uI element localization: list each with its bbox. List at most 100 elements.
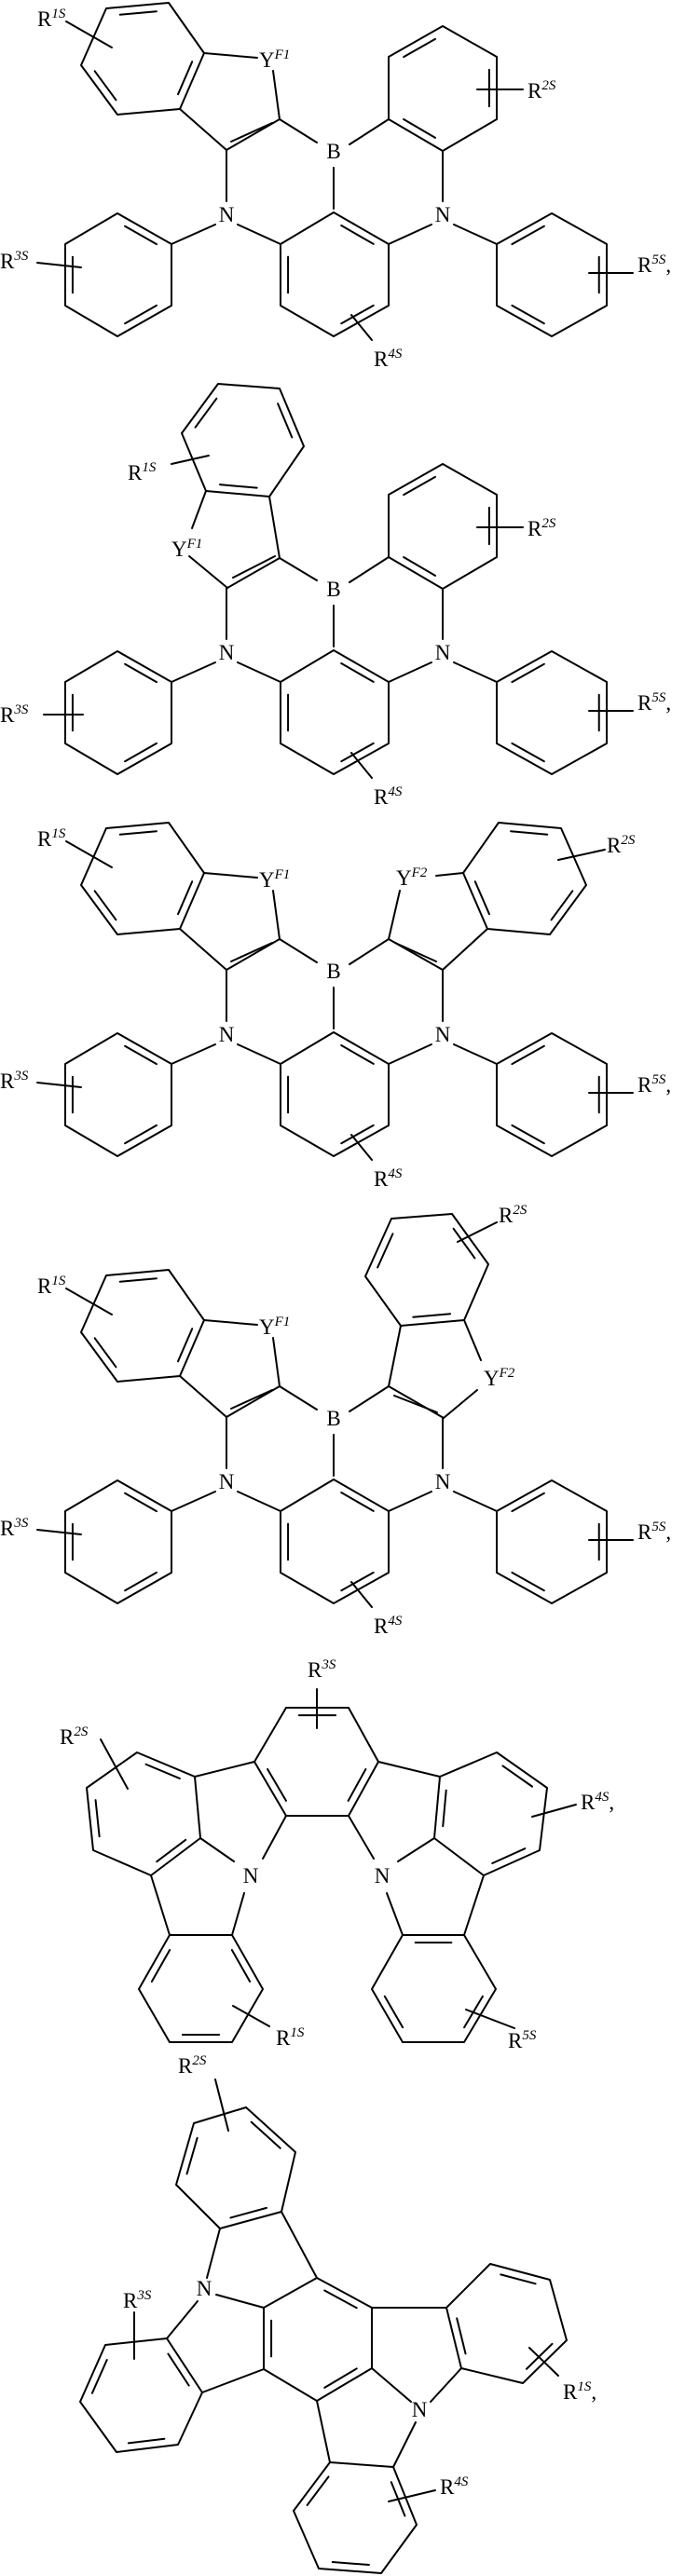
label-superscript: F1 bbox=[274, 867, 291, 882]
label-base: R bbox=[637, 691, 652, 715]
label-base: R bbox=[123, 2289, 138, 2312]
label-base: R bbox=[0, 703, 15, 727]
label-base: R bbox=[0, 1070, 15, 1093]
label-superscript: F2 bbox=[499, 1366, 515, 1381]
atom-label: B bbox=[326, 960, 340, 983]
label-superscript: 3S bbox=[13, 249, 29, 264]
label-base: R bbox=[581, 1791, 596, 1814]
label-superscript: 1S bbox=[51, 1274, 66, 1288]
label-base: N bbox=[219, 1470, 235, 1493]
label-suffix: , bbox=[665, 1520, 671, 1544]
label-base: R bbox=[60, 1725, 75, 1749]
atom-label: N bbox=[435, 641, 451, 664]
label-superscript: 3S bbox=[321, 1657, 336, 1672]
label-base: Y bbox=[484, 1367, 500, 1390]
label-base: Y bbox=[259, 868, 275, 892]
label-suffix: , bbox=[665, 1073, 671, 1097]
label-superscript: 4S bbox=[388, 347, 403, 361]
label-superscript: 1S bbox=[51, 7, 66, 21]
label-base: R bbox=[37, 7, 52, 31]
label-base: N bbox=[243, 1864, 259, 1888]
label-base: N bbox=[219, 1023, 235, 1046]
atom-label: N bbox=[219, 641, 235, 664]
atom-label: N bbox=[375, 1864, 390, 1888]
label-base: R bbox=[563, 2380, 578, 2404]
label-base: R bbox=[508, 2029, 523, 2052]
label-base: N bbox=[435, 641, 451, 664]
label-base: R bbox=[527, 517, 542, 540]
label-superscript: F1 bbox=[274, 48, 291, 62]
label-base: N bbox=[219, 203, 235, 226]
label-superscript: 1S bbox=[51, 826, 66, 841]
label-base: R bbox=[0, 1517, 15, 1540]
atom-label: N bbox=[435, 1023, 451, 1046]
atom-label: N bbox=[219, 203, 235, 226]
label-suffix: , bbox=[609, 1791, 614, 1814]
label-base: N bbox=[435, 1470, 451, 1493]
label-superscript: 5S bbox=[522, 2028, 537, 2043]
label-base: Y bbox=[259, 48, 275, 72]
label-base: N bbox=[412, 2398, 428, 2421]
label-superscript: 2S bbox=[513, 1203, 527, 1218]
label-superscript: 3S bbox=[13, 1516, 29, 1531]
label-base: R bbox=[637, 1520, 652, 1544]
label-superscript: 2S bbox=[192, 2053, 207, 2068]
label-base: B bbox=[326, 960, 340, 983]
label-base: R bbox=[374, 348, 389, 371]
label-base: R bbox=[0, 250, 15, 273]
label-base: N bbox=[197, 2277, 212, 2300]
label-base: N bbox=[219, 641, 235, 664]
label-superscript: 5S bbox=[651, 690, 666, 705]
label-suffix: , bbox=[591, 2380, 596, 2404]
label-superscript: 3S bbox=[136, 2288, 152, 2303]
label-superscript: 5S bbox=[651, 1520, 666, 1534]
label-superscript: 4S bbox=[454, 2474, 469, 2489]
label-base: R bbox=[374, 785, 389, 809]
label-base: R bbox=[499, 1204, 514, 1227]
label-superscript: 1S bbox=[577, 2379, 592, 2394]
label-suffix: , bbox=[665, 691, 671, 715]
atom-label: N bbox=[435, 1470, 451, 1493]
label-base: N bbox=[435, 1023, 451, 1046]
label-superscript: F1 bbox=[186, 537, 203, 552]
label-superscript: 2S bbox=[74, 1724, 89, 1739]
atom-label: N bbox=[197, 2277, 212, 2300]
label-base: R bbox=[178, 2054, 193, 2078]
label-superscript: 1S bbox=[142, 460, 157, 475]
label-superscript: F2 bbox=[411, 865, 428, 880]
label-base: R bbox=[37, 827, 52, 851]
label-superscript: 3S bbox=[13, 702, 29, 717]
label-base: R bbox=[607, 834, 622, 857]
label-superscript: 1S bbox=[290, 2025, 305, 2040]
atom-label: N bbox=[243, 1864, 259, 1888]
atom-label: N bbox=[219, 1023, 235, 1046]
label-superscript: 4S bbox=[388, 784, 403, 799]
label-suffix: , bbox=[665, 253, 671, 277]
label-superscript: 2S bbox=[541, 78, 556, 93]
label-superscript: 3S bbox=[13, 1069, 29, 1084]
label-base: N bbox=[375, 1864, 390, 1888]
label-superscript: 5S bbox=[651, 1072, 666, 1087]
atom-label: B bbox=[326, 140, 340, 163]
label-superscript: F1 bbox=[274, 1315, 291, 1329]
label-superscript: 2S bbox=[541, 516, 556, 531]
label-base: R bbox=[440, 2475, 455, 2499]
label-superscript: 2S bbox=[621, 833, 636, 848]
label-superscript: 4S bbox=[388, 1614, 403, 1629]
label-base: N bbox=[435, 203, 451, 226]
label-base: B bbox=[326, 578, 340, 601]
label-base: B bbox=[326, 1407, 340, 1430]
atom-label: N bbox=[219, 1470, 235, 1493]
label-base: Y bbox=[171, 538, 187, 561]
label-base: R bbox=[308, 1658, 322, 1682]
label-superscript: 5S bbox=[651, 252, 666, 267]
atom-label: B bbox=[326, 578, 340, 601]
label-base: R bbox=[276, 2026, 291, 2050]
label-base: Y bbox=[396, 866, 412, 890]
label-base: R bbox=[637, 253, 652, 277]
label-base: R bbox=[37, 1274, 52, 1298]
label-base: B bbox=[326, 140, 340, 163]
atom-label: B bbox=[326, 1407, 340, 1430]
atom-label: N bbox=[435, 203, 451, 226]
